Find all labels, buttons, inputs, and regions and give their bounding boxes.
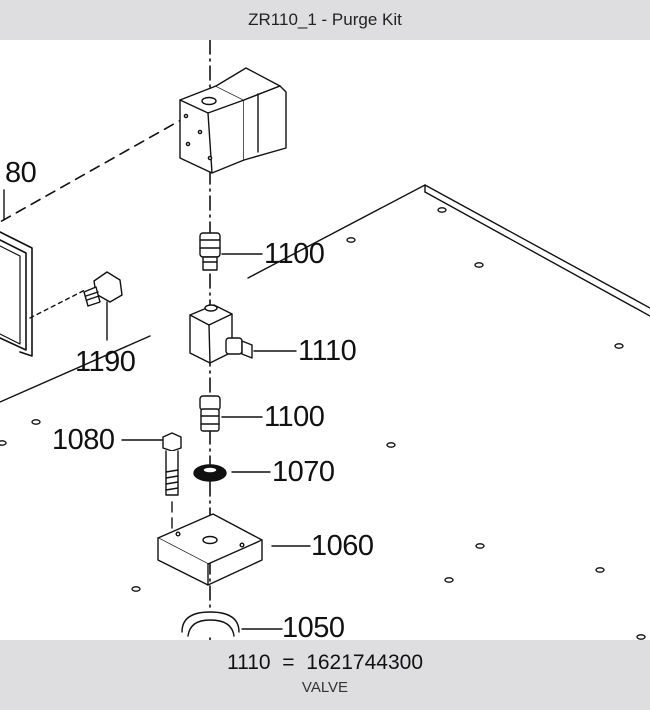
ring-1050 (181, 611, 240, 637)
base-plate (0, 184, 650, 640)
valve-1110 (189, 304, 253, 364)
selected-part-description: VALVE (301, 679, 349, 696)
callout-1110[interactable]: 1110 (298, 335, 357, 367)
frame-part-80 (0, 231, 33, 357)
selected-part-line: 1110 = 1621744300 (0, 651, 650, 675)
parts-drawing (0, 40, 650, 640)
selected-part-number: 1621744300 (306, 651, 423, 674)
fitting-1100-top (199, 232, 221, 271)
callout-1100-bottom[interactable]: 1100 (264, 401, 325, 433)
callout-1190[interactable]: 1190 (75, 346, 136, 378)
exploded-parts-diagram[interactable]: 80 1100 1190 1110 1100 1080 1070 1060 10… (0, 40, 650, 640)
bolt-1080 (162, 432, 182, 496)
assembly-leader (0, 115, 189, 223)
callout-1100-top[interactable]: 1100 (264, 238, 325, 270)
callout-1070[interactable]: 1070 (272, 456, 335, 488)
page-title: ZR110_1 - Purge Kit (248, 10, 402, 29)
title-bar: ZR110_1 - Purge Kit (0, 0, 650, 40)
fitting-1190 (83, 271, 123, 307)
selected-item-number: 1110 (226, 651, 271, 674)
equals-sign: = (282, 651, 295, 674)
fitting-1100-bottom (199, 395, 221, 432)
bracket-1060 (157, 513, 263, 586)
callout-1050[interactable]: 1050 (282, 612, 345, 641)
solenoid-block (179, 67, 287, 174)
callout-1080[interactable]: 1080 (52, 424, 115, 456)
callout-80[interactable]: 80 (5, 157, 37, 189)
washer-1070 (193, 464, 227, 482)
callout-1060[interactable]: 1060 (311, 530, 374, 562)
selected-part-info: 1110 = 1621744300 VALVE (0, 640, 650, 710)
